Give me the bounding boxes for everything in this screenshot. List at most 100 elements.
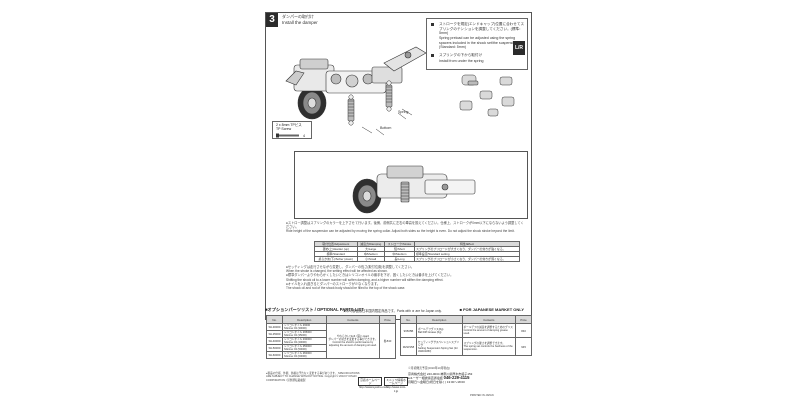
- part-desc-en: Ball Diff Grease (6g): [417, 330, 442, 334]
- table-cell: スプリングのプリロードが大きくなり、ダンパーの効きが強くなる。: [414, 246, 520, 252]
- contents-desc-jp: ダンパーの効きを変更する事ができます。: [328, 338, 378, 341]
- company-address: 京商株式会社 243-0034 神奈川県厚木市船子153: [408, 372, 473, 376]
- part-desc-en: Silicone Oil (50000): [283, 348, 307, 351]
- left-right-badge: L/R: [513, 41, 525, 55]
- screw-name: TP Screw: [276, 127, 292, 131]
- part-number: SIL60000: [266, 351, 283, 359]
- kyosho-homepage-link[interactable]: 京商ホームページ http://www.kyosho.com: [358, 377, 388, 389]
- step-frame: 3 ダンパーの取付け Install the damper: [265, 12, 532, 320]
- part-contents: やわらかい Soft / 固い Hard ダンパーの効きを変更する事ができます。…: [325, 323, 381, 359]
- part-desc-en: Silicone Oil (30000): [283, 327, 307, 330]
- note-bullet: [431, 54, 434, 57]
- screw-icon: [276, 133, 299, 138]
- contents-note: やわらかい Soft / 固い Hard: [336, 335, 369, 338]
- table-cell: 柔らかめ(下)/Softer (down): [314, 256, 358, 262]
- parts-list-title: ■オプションパーツリスト / OPTIONAL PARTS LIST: [265, 307, 364, 312]
- callout-spring: Spring: [398, 110, 409, 114]
- table-row: 硬め(上)/Harder (up) 大/Large 短/Short スプリングの…: [314, 246, 520, 252]
- part-description: ボールデフグリス(6g)Ball Diff Grease (6g): [415, 323, 463, 338]
- part-desc-en: Setting Suspension Spring Set (for AWD/2…: [417, 346, 458, 353]
- footer-disclaimer: ●製品の仕様、外観、価格は予告なく変更する事があります。 SPECIFICATI…: [266, 372, 360, 382]
- part-number: SIL30000: [266, 323, 283, 331]
- part-contents: スプリングの硬さを調整できます。The spring set controls …: [461, 337, 517, 356]
- step-number: 3: [266, 13, 278, 27]
- screw-spec: 2 x 8mm TPビス: [276, 123, 302, 127]
- part-desc-jp: シリコンオイル #50000: [283, 345, 312, 348]
- table-cell: 長/Long: [383, 256, 416, 262]
- note-bullet: [431, 23, 434, 26]
- link-label-jp: 京商ホームページ: [360, 377, 380, 386]
- oil-note-jp: ●標準ダンパーよりやわらかくしたいときはシリコンオイルの番手を下げ、固くしたいと…: [286, 273, 454, 278]
- part-desc-en: Silicone Oil (35000): [283, 334, 307, 337]
- link-url: http://www.mini-z.jp: [386, 385, 406, 393]
- part-desc-en: Silicone Oil (40000): [283, 341, 307, 344]
- parts-list-header: ■オプションパーツリスト / OPTIONAL PARTS LIST ★印の部品…: [265, 307, 532, 314]
- table-row: 96505B ボールデフグリス(6g)Ball Diff Grease (6g)…: [400, 323, 532, 338]
- fill-note-jp: ●オイルを入れ過ぎるとダンパーのストロークが少なくなります。: [286, 281, 381, 286]
- rear-parts-illustration: [459, 74, 515, 117]
- screw-spec-box: 2 x 8mm TPビス TP Screw 4: [272, 121, 312, 139]
- table-header-row: No. Description Contents Price: [266, 315, 396, 324]
- fill-note-en: The shock oil and rod of the shock body …: [286, 286, 406, 291]
- callout-bottom: Bottom: [380, 126, 392, 130]
- part-desc-jp: シリコンオイル #40000: [283, 338, 312, 341]
- step-title-jp: ダンパーの取付け: [282, 14, 314, 19]
- table-cell: スプリングのプリロードが小さくなり、ダンパーの効きが弱くなる。: [414, 256, 520, 262]
- part-price: 各840: [379, 323, 396, 359]
- release-date-note: ※月頃発売予定(2010年10月現在): [408, 366, 450, 370]
- note-text-en: Spring preload can be adjusted using the…: [439, 36, 523, 50]
- contents-desc-en: Control the amount of damping grease use…: [463, 329, 508, 335]
- table-header: Contents: [325, 315, 381, 324]
- table-header: 減衰力/Damping: [356, 241, 385, 247]
- parts-table-right: No. Description Contents Price 96505B ボー…: [400, 315, 532, 356]
- preload-note: ストロークを規定(エンドキャップ)位置に合わせてスプリングのテンションを調整して…: [426, 18, 528, 70]
- chassis-illustration: [285, 46, 427, 120]
- contents-desc-jp: スプリングの硬さを調整できます。: [463, 342, 505, 345]
- table-header-row: 取付位置/Adjustment 減衰力/Damping ストローク/Stroke…: [314, 241, 520, 247]
- damper-illustration: [347, 80, 413, 136]
- part-number: MZW158: [400, 337, 417, 356]
- setting-note-en: When the stroke is changed, the setting …: [286, 269, 388, 274]
- parts-table-left: No. Description Contents Price SIL30000 …: [266, 315, 396, 359]
- company-info: 京商株式会社 243-0034 神奈川県厚木市船子153 ●ユーザー相談係直通電…: [408, 372, 532, 384]
- contents-desc-en: Control the shock's performance by adjus…: [328, 341, 377, 347]
- adjustment-table: 取付位置/Adjustment 減衰力/Damping ストローク/Stroke…: [314, 241, 520, 262]
- miniz-homepage-link[interactable]: ミニッツ情報ホームページ http://www.mini-z.jp: [384, 377, 408, 393]
- step-title-en: Install the damper: [282, 20, 318, 25]
- part-price: 840: [515, 323, 532, 338]
- stroke-paragraph-jp: ●ストロー調整はスプリングのカラーを上下させて行います。後側、前側共に左右の車高…: [286, 221, 524, 230]
- table-row: 柔らかめ(下)/Softer (down) 小/Small 長/Long スプリ…: [314, 256, 520, 262]
- support-hours: 月曜日〜金曜日(祝日を除く) 13:00〜18:00: [408, 380, 465, 384]
- part-number: SIL50000: [266, 344, 283, 352]
- part-desc-jp: シリコンオイル #60000: [283, 352, 312, 355]
- table-header: Contents: [461, 315, 517, 324]
- detail-illustration: [352, 165, 476, 214]
- badge-right-label: R: [519, 45, 524, 51]
- link-url: http://www.kyosho.com: [359, 385, 388, 390]
- link-label-jp: ミニッツ情報ホームページ: [386, 377, 406, 386]
- part-number: SIL35000: [266, 330, 283, 338]
- table-header: Price: [515, 315, 532, 324]
- note-text-jp: ストロークを規定(エンドキャップ)位置に合わせてスプリングのテンションを調整して…: [439, 22, 525, 36]
- stroke-paragraph-en: Ride height of the suspension can be adj…: [286, 229, 515, 234]
- table-header: Description: [281, 315, 327, 324]
- part-desc-jp: セッティングサスペンションスプリング: [417, 340, 460, 347]
- stroke-paragraph: ●ストロー調整はスプリングのカラーを上下させて行います。後側、前側共に左右の車高…: [286, 221, 526, 234]
- part-desc-jp: シリコンオイル #3000: [283, 324, 311, 327]
- japan-only-label: ■ FOR JAPANESE MARKET ONLY: [459, 307, 524, 312]
- table-header-row: No. Description Contents Price: [400, 315, 532, 324]
- part-number: 96505B: [400, 323, 417, 338]
- part-desc-jp: ボールデフグリス(6g): [417, 327, 444, 331]
- note-text-en-2: Install from under the spring: [439, 59, 484, 63]
- contents-desc-jp: ボールデフの減衰を調整するためのグリス: [463, 326, 513, 329]
- part-price: 945: [515, 337, 532, 356]
- setting-note-jp: ●セッティングは走行させながら変更し、ダンパーの長さ(取付位置)を調整してくださ…: [286, 265, 414, 269]
